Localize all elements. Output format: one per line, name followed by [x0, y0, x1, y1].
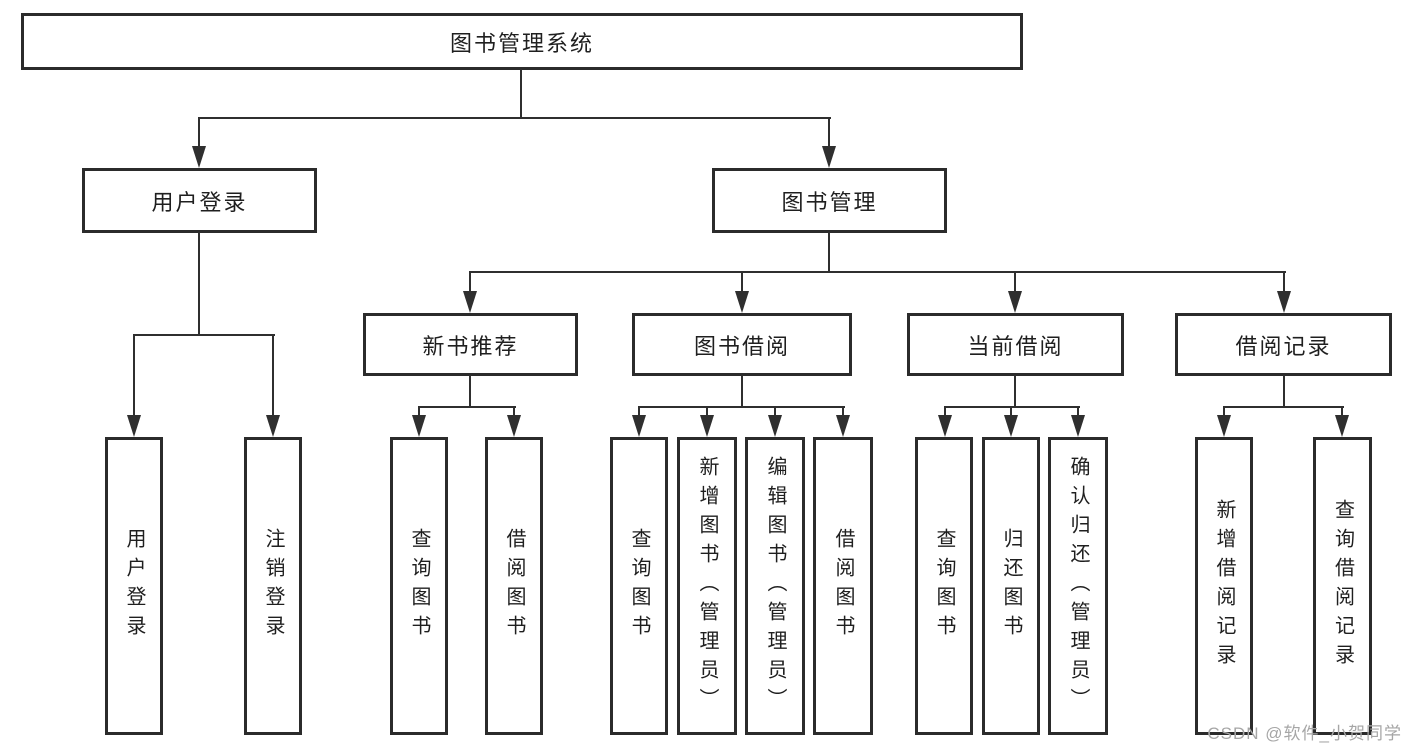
leaf-query-book-borrow-label: 查询图书 [628, 528, 650, 644]
arrow-shaft-leaf [418, 406, 420, 419]
arrow-down-icon [938, 415, 952, 437]
node-current-borrow-label: 当前借阅 [967, 333, 1064, 359]
watermark: CSDN @软件_小贺同学 [1207, 724, 1402, 743]
arrow-down-icon [822, 146, 836, 168]
leaf-user-login-label: 用户登录 [123, 528, 145, 644]
leaf-edit-book-admin-label: 编辑图书（管理员） [764, 455, 786, 717]
node-book-management: 图书管理 [712, 168, 947, 233]
leaf-logout-label: 注销登录 [262, 528, 284, 644]
leaf-borrow-book-recommend: 借阅图书 [485, 437, 543, 735]
node-user-login-label: 用户登录 [151, 189, 248, 215]
leaf-edit-book-admin: 编辑图书（管理员） [745, 437, 805, 735]
leaf-add-book-admin-label: 新增图书（管理员） [696, 455, 718, 717]
connector-user-login-bar [133, 334, 275, 336]
connector-root-stem [520, 69, 522, 119]
arrow-down-icon [507, 415, 521, 437]
node-borrow-records-label: 借阅记录 [1235, 333, 1332, 359]
connector-new-book-stem [469, 375, 471, 408]
arrow-shaft-leaf [1341, 406, 1343, 419]
leaf-logout: 注销登录 [244, 437, 302, 735]
node-user-login: 用户登录 [82, 168, 317, 233]
arrow-down-icon [1335, 415, 1349, 437]
node-book-management-label: 图书管理 [781, 189, 878, 215]
arrow-shaft-leaf [513, 406, 515, 419]
arrow-down-icon [700, 415, 714, 437]
connector-book-management-bar [469, 271, 1286, 273]
connector-book-borrow-stem [741, 375, 743, 408]
arrow-shaft-user-login [198, 117, 200, 150]
arrow-down-icon [735, 291, 749, 313]
arrow-shaft-leaf [638, 406, 640, 419]
connector-book-management-stem [828, 232, 830, 273]
leaf-query-book-recommend: 查询图书 [390, 437, 448, 735]
node-root-label: 图书管理系统 [449, 30, 594, 56]
node-current-borrow: 当前借阅 [907, 313, 1124, 376]
node-new-book-recommend: 新书推荐 [363, 313, 578, 376]
arrow-down-icon [1277, 291, 1291, 313]
connector-borrow-records-stem [1283, 375, 1285, 408]
arrow-shaft-leaf [1077, 406, 1079, 419]
connector-borrow-records-bar [1223, 406, 1344, 408]
connector-current-borrow-stem [1014, 375, 1016, 408]
arrow-shaft-leaf [706, 406, 708, 419]
leaf-user-login: 用户登录 [105, 437, 163, 735]
leaf-query-book-current: 查询图书 [915, 437, 973, 735]
arrow-down-icon [463, 291, 477, 313]
node-book-borrow: 图书借阅 [632, 313, 852, 376]
arrow-shaft-leaf [842, 406, 844, 419]
connector-level1-bar [198, 117, 831, 119]
leaf-query-borrow-record: 查询借阅记录 [1313, 437, 1372, 735]
leaf-return-book: 归还图书 [982, 437, 1040, 735]
arrow-down-icon [266, 415, 280, 437]
arrow-down-icon [768, 415, 782, 437]
arrow-shaft-book-management [828, 117, 830, 150]
arrow-down-icon [127, 415, 141, 437]
leaf-query-book-current-label: 查询图书 [933, 528, 955, 644]
leaf-return-book-label: 归还图书 [1000, 528, 1022, 644]
arrow-down-icon [412, 415, 426, 437]
node-borrow-records: 借阅记录 [1175, 313, 1392, 376]
arrow-shaft-leaf [133, 334, 135, 419]
arrow-shaft-current-borrow [1014, 271, 1016, 295]
leaf-borrow-book: 借阅图书 [813, 437, 873, 735]
arrow-down-icon [836, 415, 850, 437]
arrow-shaft-leaf [272, 334, 274, 419]
leaf-confirm-return-admin-label: 确认归还（管理员） [1067, 455, 1089, 717]
arrow-down-icon [632, 415, 646, 437]
leaf-borrow-book-recommend-label: 借阅图书 [503, 528, 525, 644]
arrow-down-icon [1008, 291, 1022, 313]
arrow-shaft-book-borrow [741, 271, 743, 295]
arrow-shaft-leaf [944, 406, 946, 419]
leaf-confirm-return-admin: 确认归还（管理员） [1048, 437, 1108, 735]
arrow-down-icon [1217, 415, 1231, 437]
connector-book-borrow-bar [638, 406, 845, 408]
node-book-borrow-label: 图书借阅 [693, 333, 790, 359]
arrow-down-icon [192, 146, 206, 168]
arrow-down-icon [1004, 415, 1018, 437]
node-root: 图书管理系统 [21, 13, 1023, 70]
node-new-book-recommend-label: 新书推荐 [422, 333, 519, 359]
connector-new-book-bar [418, 406, 516, 408]
arrow-shaft-leaf [774, 406, 776, 419]
arrow-shaft-leaf [1010, 406, 1012, 419]
leaf-borrow-book-label: 借阅图书 [832, 528, 854, 644]
leaf-add-borrow-record: 新增借阅记录 [1195, 437, 1253, 735]
leaf-query-borrow-record-label: 查询借阅记录 [1331, 499, 1354, 673]
leaf-query-book-recommend-label: 查询图书 [408, 528, 430, 644]
connector-user-login-stem [198, 232, 200, 336]
arrow-shaft-borrow-records [1283, 271, 1285, 295]
connector-current-borrow-bar [944, 406, 1080, 408]
leaf-add-book-admin: 新增图书（管理员） [677, 437, 737, 735]
leaf-add-borrow-record-label: 新增借阅记录 [1213, 499, 1235, 673]
arrow-down-icon [1071, 415, 1085, 437]
leaf-query-book-borrow: 查询图书 [610, 437, 668, 735]
arrow-shaft-new-book [469, 271, 471, 295]
arrow-shaft-leaf [1223, 406, 1225, 419]
